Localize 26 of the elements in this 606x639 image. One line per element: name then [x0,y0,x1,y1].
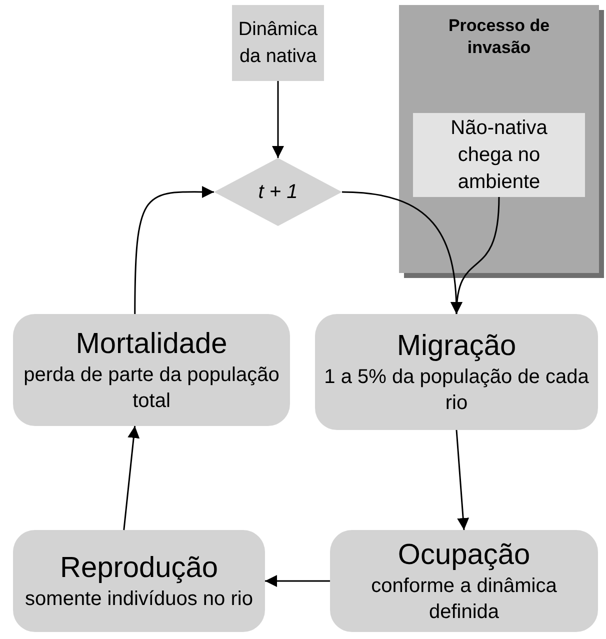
group-heading: Processo de invasão [447,15,551,59]
group-box [399,5,599,273]
decision-diamond [214,158,342,226]
process-box [330,530,598,632]
box-text: Não-nativa chega no ambiente [450,116,548,194]
arrow [456,430,470,530]
process-title: Reprodução [60,551,218,586]
arrow [134,186,214,314]
process-description: conforme a dinâmica definida [370,574,558,625]
event-box [413,113,585,197]
decision-label: t + 1 [258,180,298,205]
arrow [272,81,284,158]
process-title: Migração [396,329,516,364]
process-box [13,530,265,632]
input-box [232,5,324,81]
arrow [265,575,330,587]
process-title: Ocupação [398,538,530,573]
process-title: Mortalidade [76,327,228,362]
process-box [315,314,598,430]
arrow [451,196,500,314]
arrow [123,426,140,530]
process-description: perda de parte da população total [22,363,280,414]
box-text: Dinâmica da nativa [238,18,318,69]
process-box [13,314,290,426]
process-description: somente indivíduos no rio [25,587,253,612]
process-description: 1 a 5% da população de cada rio [323,365,590,416]
